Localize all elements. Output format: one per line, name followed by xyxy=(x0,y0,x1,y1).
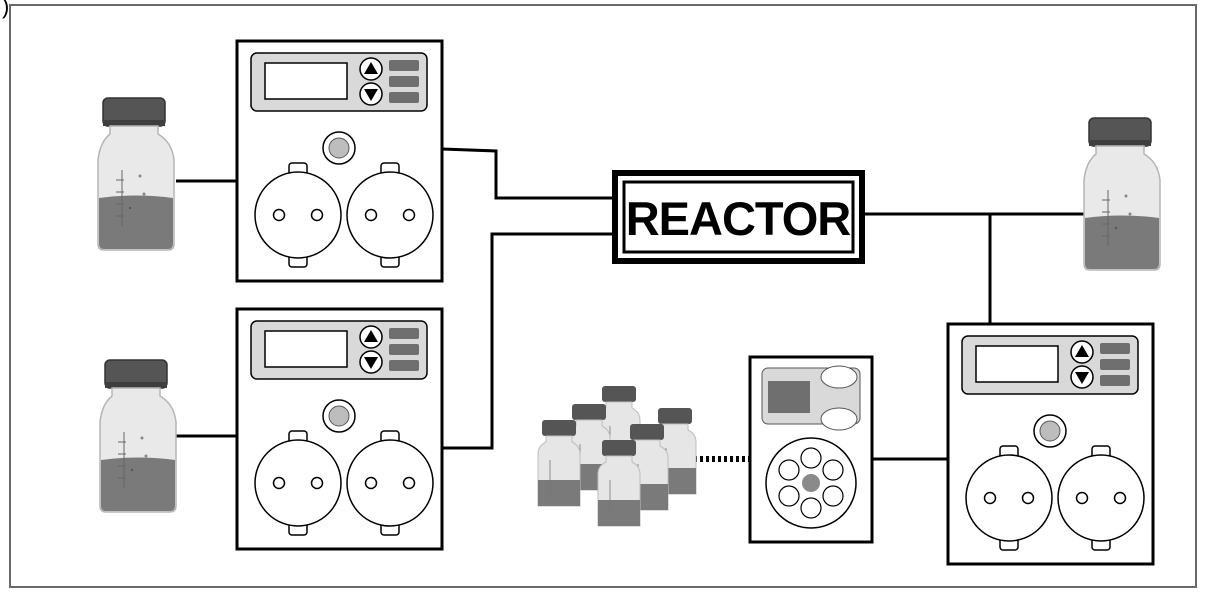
product-bottle-right xyxy=(1083,117,1161,271)
reactor-label: REACTOR xyxy=(626,192,851,245)
reagent-bottle-top-left xyxy=(97,97,175,251)
reactor-box: REACTOR xyxy=(612,170,865,264)
panel-label: ) xyxy=(2,0,9,19)
pump-bottom-left xyxy=(235,307,444,551)
reagent-bottle-bottom-left xyxy=(99,359,177,513)
sample-vial-cluster xyxy=(537,385,697,527)
pump-top-left xyxy=(235,39,444,283)
autosampler-unit xyxy=(748,355,874,544)
pump-right xyxy=(946,322,1155,566)
diagram-frame xyxy=(9,4,1197,588)
tubing-lines xyxy=(176,147,1086,461)
